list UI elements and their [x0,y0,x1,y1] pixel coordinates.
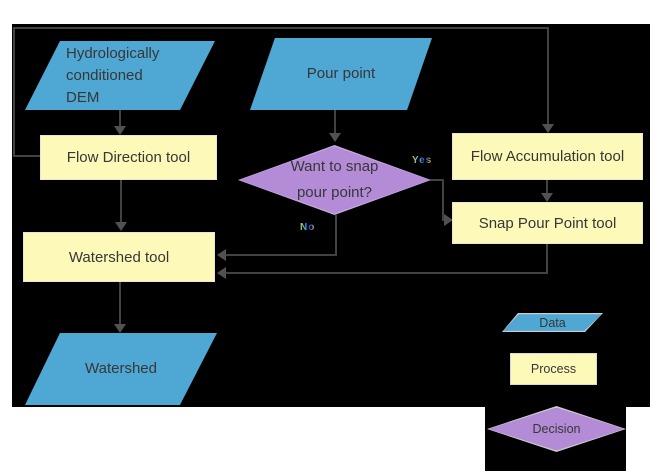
edge-label-no: No [300,222,316,233]
decision-label: Want to snap pour point? [290,158,379,201]
watershed-parallelogram [25,333,217,405]
arrowhead-snappour-top [541,193,553,202]
edge-label-yes: Yes [412,155,433,166]
watershed-label: Watershed [85,360,157,377]
arrowhead-watershedtool-right1 [217,249,226,261]
arrowhead-watershed-top [114,324,126,333]
snap-pour-point-label: Snap Pour Point tool [478,214,617,232]
watershed-tool-label: Watershed tool [68,248,170,266]
dem-label: Hydrologically conditioned DEM [66,44,160,106]
legend-data: Data [502,313,603,332]
connector-right-vertical [547,27,549,125]
node-snap-pour-point: Snap Pour Point tool [452,202,643,244]
dem-parallelogram [25,41,215,110]
arrowhead-snappour-left [444,214,453,226]
arrowhead-watershedtool-right2 [217,267,226,279]
connector-watershedtool-watershed [119,282,121,325]
connector-no-v [335,215,337,256]
legend-decision: Decision [487,406,626,452]
node-flow-direction: Flow Direction tool [40,135,217,180]
connector-flowdirection-stub [13,155,40,157]
pour-point-label: Pour point [306,65,376,82]
connector-snappour-v [546,244,548,274]
connector-flowdirection-watershedtool [120,180,122,223]
arrowhead-flowaccumulation-in [542,124,554,133]
connector-left-vertical [13,27,15,157]
arrowhead-dem-flowdirection [114,126,126,135]
connector-flowacc-snappour [546,180,548,194]
node-watershed: Watershed [25,333,217,405]
node-flow-accumulation: Flow Accumulation tool [452,133,643,180]
connector-top-horizontal [13,27,549,29]
node-pour-point: Pour point [250,38,432,110]
arrowhead-watershedtool-top [115,222,127,231]
connector-yes-v [442,179,444,221]
node-decision: Want to snap pour point? [238,145,431,215]
legend-decision-label: Decision [532,422,581,436]
flow-direction-label: Flow Direction tool [66,149,191,166]
connector-yes-h1 [430,179,444,181]
arrowhead-decision-top [329,133,341,142]
connector-dem-flowdirection [119,110,121,128]
connector-snappour-h [225,272,548,274]
legend-data-label: Data [539,315,566,330]
node-dem: Hydrologically conditioned DEM [25,41,215,110]
pour-point-parallelogram [250,38,432,110]
flow-accumulation-label: Flow Accumulation tool [470,148,625,165]
legend-data-parallelogram [503,314,602,331]
connector-pourpoint-decision [334,110,336,134]
node-watershed-tool: Watershed tool [23,232,215,282]
connector-no-h [225,254,337,256]
legend-process-label: Process [530,362,577,376]
legend-process: Process [510,353,597,385]
